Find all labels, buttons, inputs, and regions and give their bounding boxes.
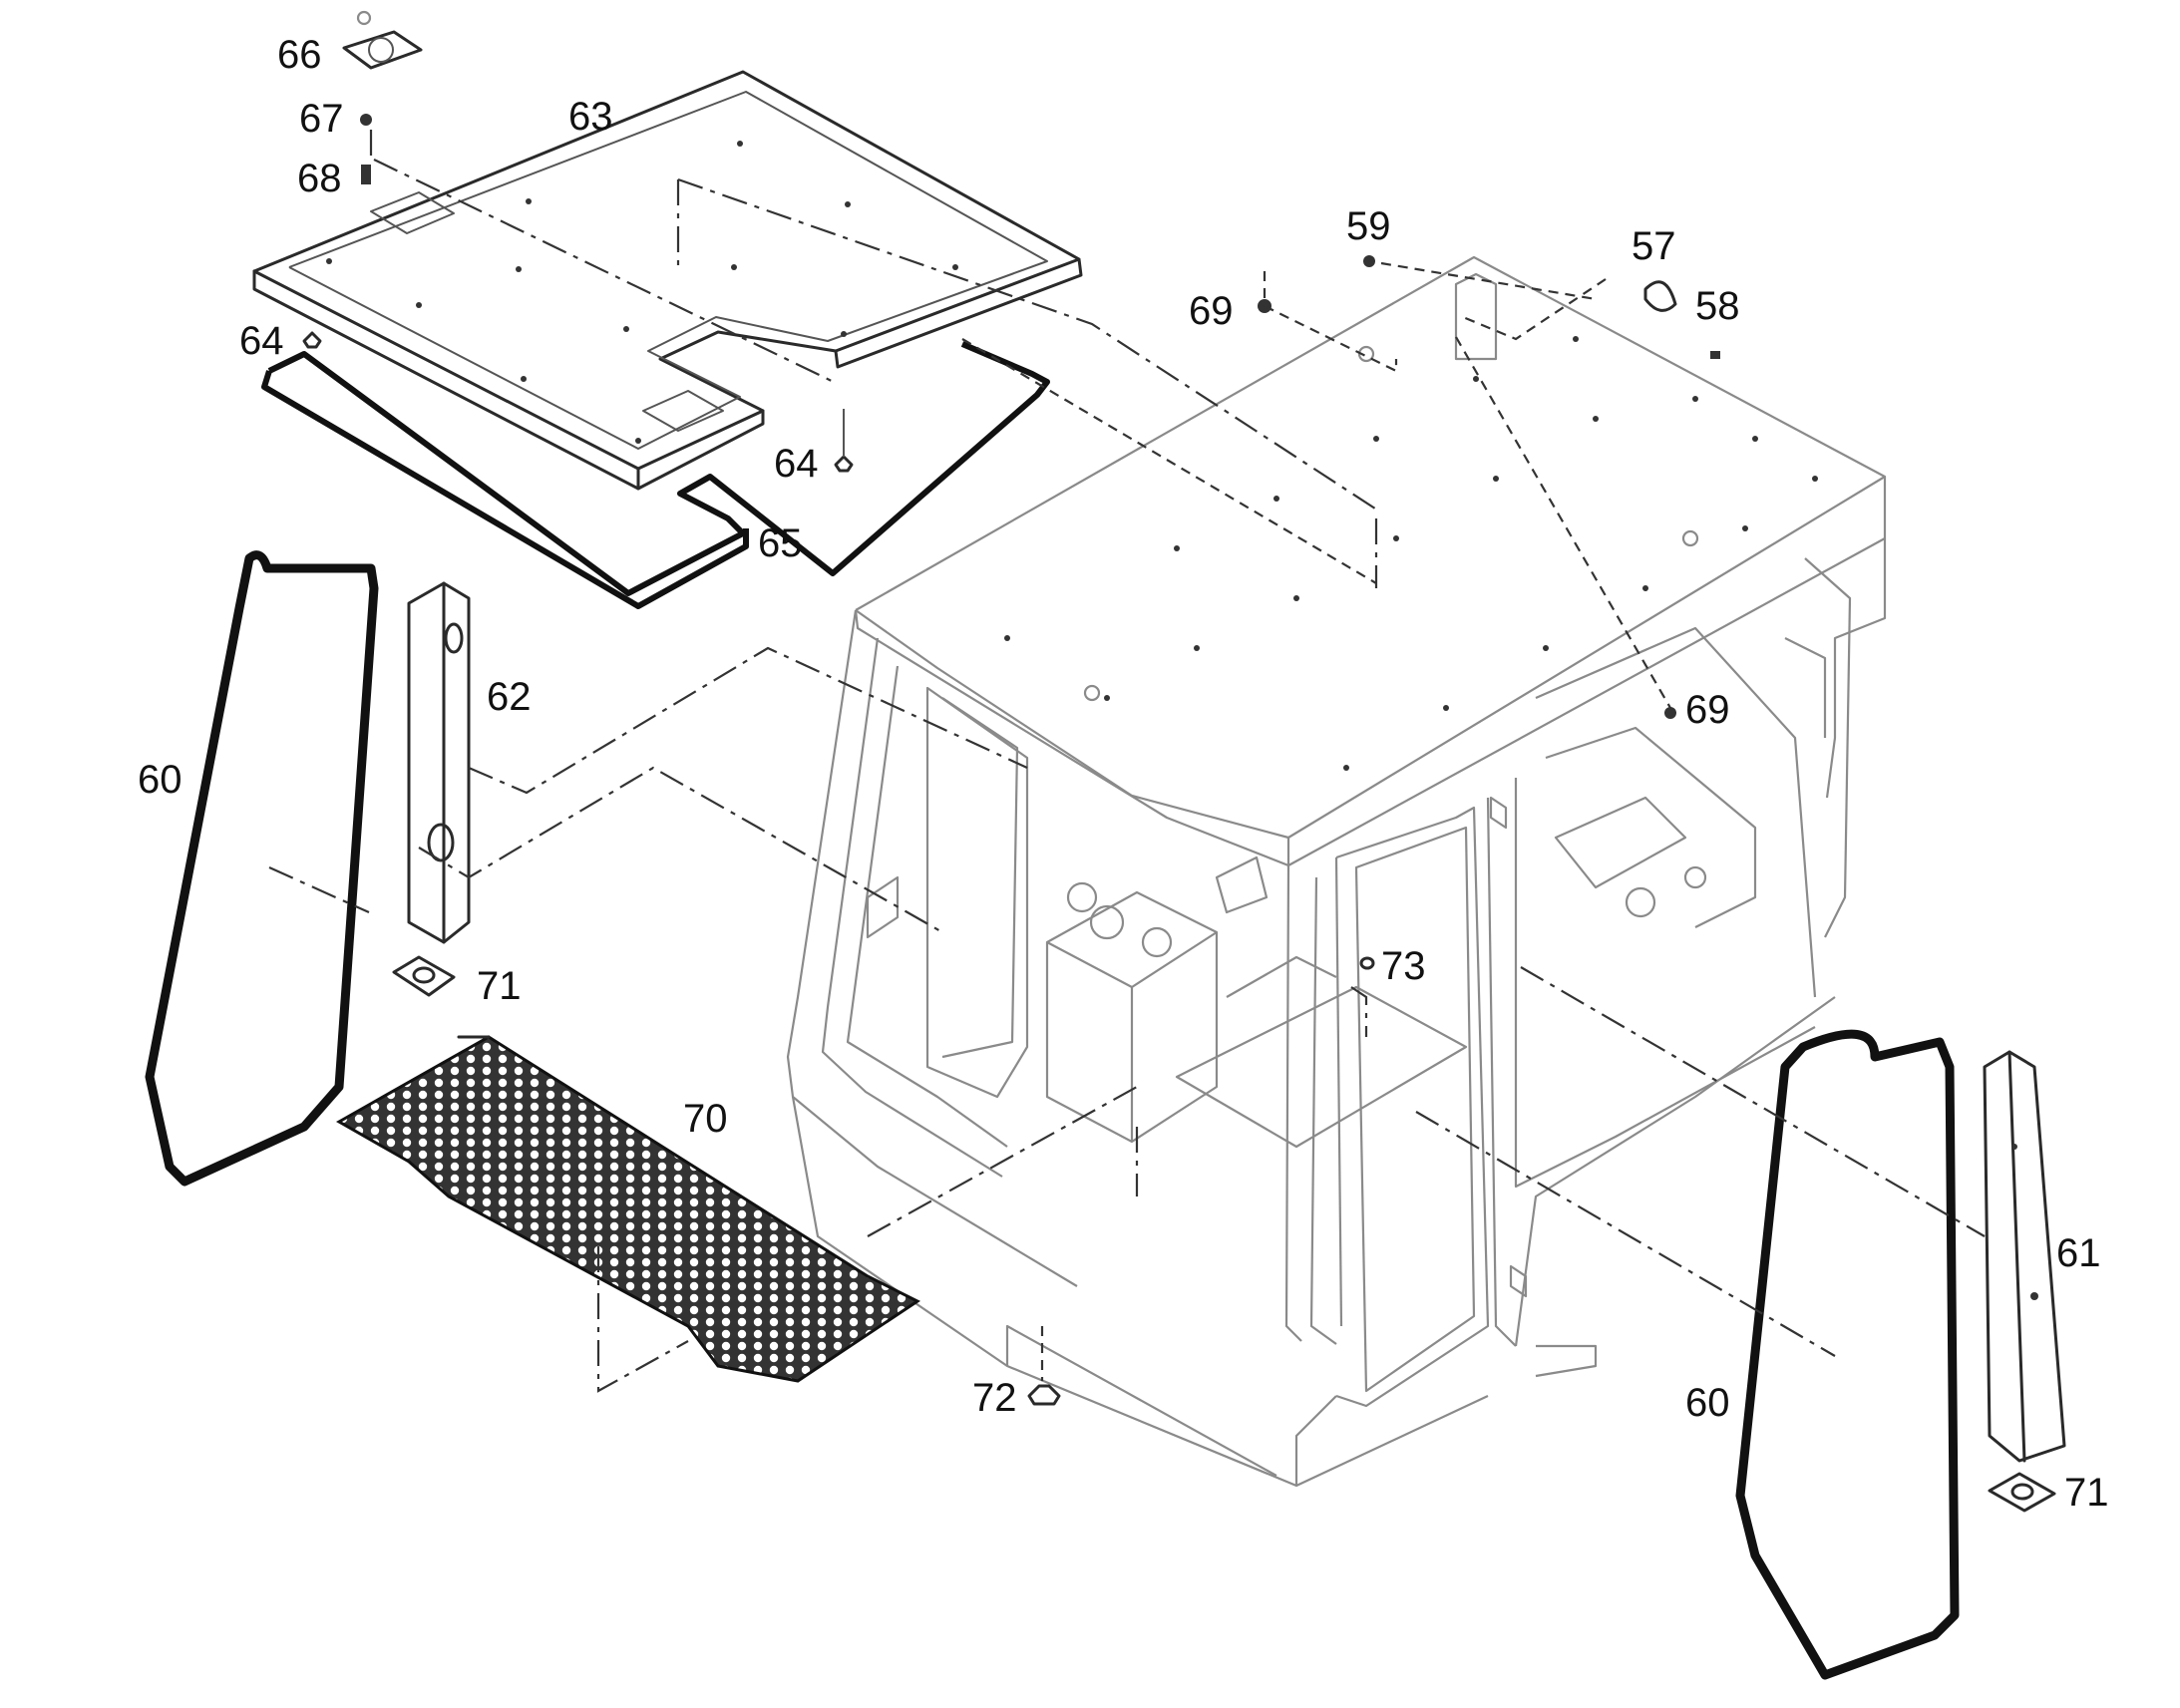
callout-71-right: 71 [2064,1471,2109,1515]
callout-69-side: 69 [1685,688,1730,732]
callout-58: 58 [1695,284,1740,328]
callout-60-left: 60 [138,758,182,802]
window-seal-60-left [145,550,379,1187]
callout-59: 59 [1346,204,1391,248]
small-parts [1027,255,1720,1406]
callout-68: 68 [297,157,342,200]
callout-65: 65 [758,521,803,565]
callout-57: 57 [1632,224,1676,268]
fastener-64 [302,331,854,473]
callout-61: 61 [2056,1231,2101,1275]
roof-seal-65 [261,341,1050,609]
roof-fittings [342,10,423,184]
callout-70: 70 [683,1097,728,1141]
leader-lines [268,159,1986,1393]
callout-72: 72 [972,1376,1017,1420]
callout-64-right: 64 [774,442,819,486]
roof-panel-63 [252,70,1083,491]
callout-64-left: 64 [239,319,284,363]
callout-63: 63 [568,95,613,139]
callout-60-right: 60 [1685,1381,1730,1425]
callout-69-top: 69 [1189,289,1234,333]
callout-73: 73 [1381,944,1426,988]
pillar-61 [1983,1050,2066,1513]
callout-66: 66 [277,33,322,77]
callout-71-left: 71 [477,964,522,1008]
callout-62: 62 [487,675,532,719]
floor-mat-70 [335,1035,920,1383]
callout-67: 67 [299,97,344,141]
window-seal-60-right [1735,1029,1960,1680]
cab-frame [786,255,1887,1488]
pillar-62 [392,581,471,997]
callout-labels: 66 67 68 63 64 64 65 59 57 58 69 69 62 6… [138,33,2109,1515]
